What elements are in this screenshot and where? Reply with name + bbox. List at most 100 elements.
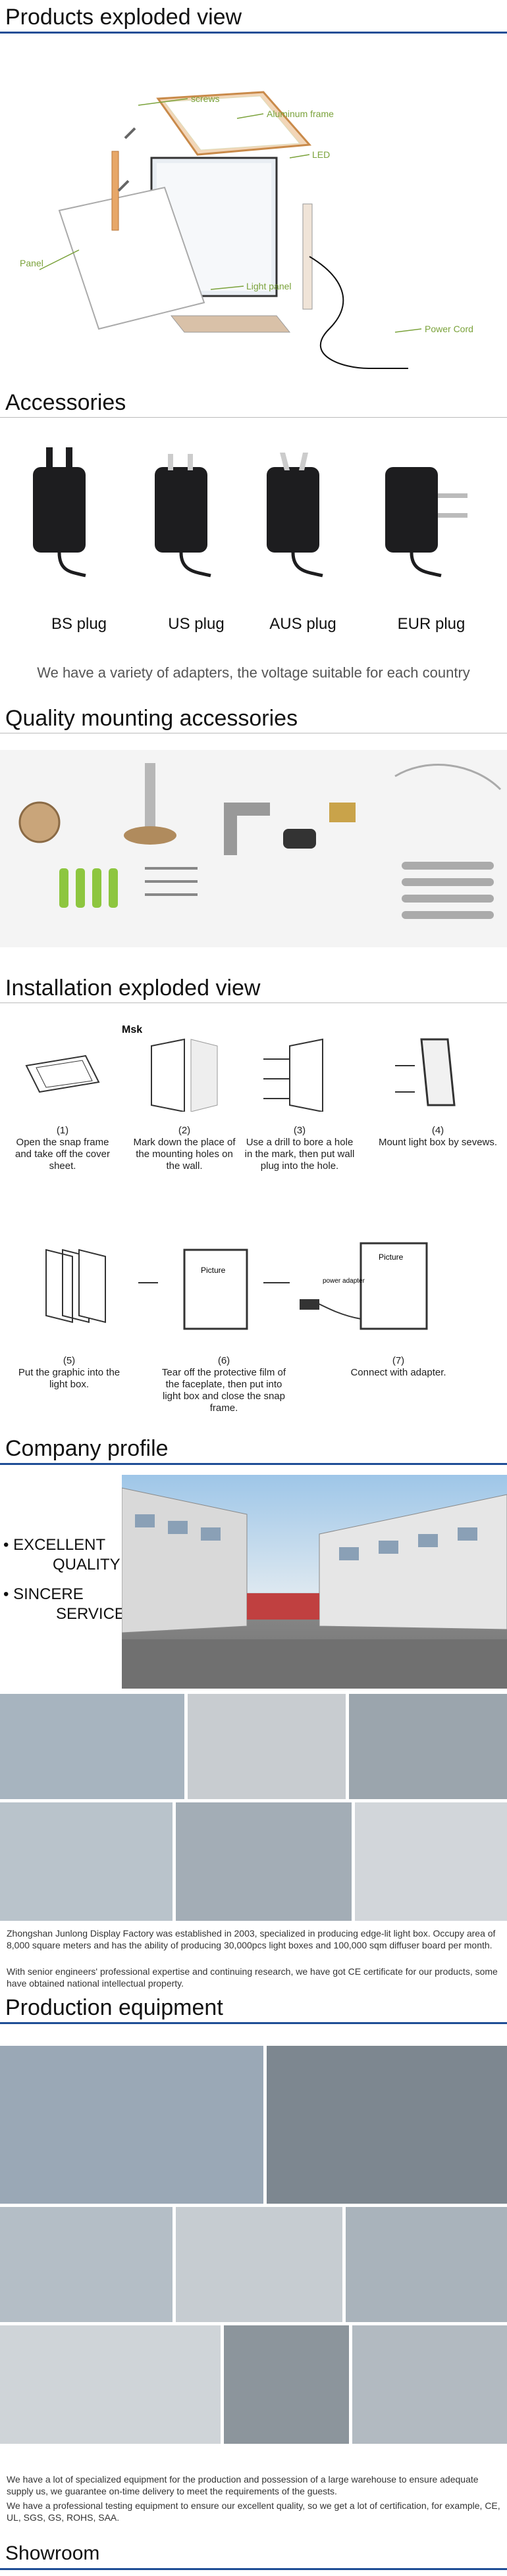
us-plug-icon xyxy=(155,454,211,578)
exploded-diagram: screws Aluminum frame LED Panel Light pa… xyxy=(20,91,473,369)
step2-text: (2) Mark down the place of the mounting … xyxy=(132,1125,237,1172)
company-rule xyxy=(0,1463,507,1465)
equipment-photo-2 xyxy=(267,2046,507,2204)
plugs-illustration xyxy=(33,447,467,578)
installation-title: Installation exploded view xyxy=(5,976,261,1001)
exploded-section: Products exploded view xyxy=(0,0,507,395)
production-rule xyxy=(0,2022,507,2024)
company-paragraph-2: With senior engineers' professional expe… xyxy=(7,1966,498,1989)
company-paragraph-1: Zhongshan Junlong Display Factory was es… xyxy=(7,1928,496,1950)
step4-mount-icon xyxy=(395,1038,456,1106)
brand-mark: Msk xyxy=(122,1024,142,1035)
plug-label-bs: BS plug xyxy=(51,615,107,633)
plug-label-aus: AUS plug xyxy=(269,615,336,633)
showroom-rule xyxy=(0,2568,507,2570)
value-quality: QUALITY xyxy=(53,1556,120,1573)
installation-diagram-row2: Picture Picture power adapter xyxy=(45,1242,428,1330)
equipment-photo-4 xyxy=(176,2207,342,2322)
production-paragraph-2: We have a professional testing equipment… xyxy=(7,2500,500,2523)
step4-num: (4) xyxy=(431,1125,444,1136)
front-panel xyxy=(58,186,205,330)
label-screws: screws xyxy=(191,93,220,104)
value-sincere: • SINCERE xyxy=(3,1585,84,1603)
equipment-photo-5 xyxy=(346,2207,507,2322)
company-section: Company profile • EXCELLENT QUALITY • SI… xyxy=(0,1434,507,1993)
installation-section: Installation exploded view Msk (1) Open … xyxy=(0,974,507,1447)
company-title: Company profile xyxy=(5,1436,169,1461)
step3-text: (3) Use a drill to bore a hole in the ma… xyxy=(244,1125,356,1172)
equipment-photo-8 xyxy=(352,2325,507,2444)
equipment-photo-7 xyxy=(224,2325,349,2444)
equipment-photo-1 xyxy=(0,2046,263,2204)
step1-text: (1) Open the snap frame and take off the… xyxy=(7,1125,119,1172)
plug-label-eur: EUR plug xyxy=(397,615,466,633)
workshop-photo-2 xyxy=(188,1694,346,1799)
mounting-section: Quality mounting accessories xyxy=(0,704,507,960)
step5-desc: Put the graphic into the light box. xyxy=(18,1367,120,1390)
step7-adapter-icon: Picture power adapter xyxy=(300,1242,428,1330)
accessories-title: Accessories xyxy=(5,390,126,415)
workshop-photo-5 xyxy=(176,1802,352,1921)
frame-right xyxy=(302,203,313,310)
step6-desc: Tear off the protective film of the face… xyxy=(161,1367,286,1414)
workshop-photo-3 xyxy=(349,1694,507,1799)
step2-desc: Mark down the place of the mounting hole… xyxy=(133,1137,236,1172)
step1-desc: Open the snap frame and take off the cov… xyxy=(15,1137,110,1172)
eur-plug-icon xyxy=(385,467,467,578)
mounting-hardware-icon xyxy=(18,763,502,919)
step7-num: (7) xyxy=(392,1355,405,1366)
screws xyxy=(117,127,136,192)
step7-picture-label: Picture xyxy=(379,1252,404,1262)
step7-desc: Connect with adapter. xyxy=(350,1367,446,1378)
production-paragraph-1: We have a lot of specialized equipment f… xyxy=(7,2474,479,2496)
power-adapter-label: power adapter xyxy=(323,1277,365,1285)
bs-plug-icon xyxy=(33,447,86,578)
step5-text: (5) Put the graphic into the light box. xyxy=(13,1355,125,1391)
step3-drill-icon xyxy=(263,1038,323,1112)
aluminum-frame-back xyxy=(156,91,312,156)
installation-diagram-row1: Msk xyxy=(25,1024,456,1112)
step3-num: (3) xyxy=(293,1125,306,1136)
label-power-cord: Power Cord xyxy=(425,324,473,334)
step6-picture-icon: Picture xyxy=(183,1249,248,1330)
accessories-rule xyxy=(0,417,507,418)
step6-text: (6) Tear off the protective film of the … xyxy=(161,1355,286,1414)
label-led: LED xyxy=(312,149,330,160)
step6-num: (6) xyxy=(217,1355,230,1366)
workshop-photo-1 xyxy=(0,1694,184,1799)
production-title: Production equipment xyxy=(5,1995,223,2020)
showroom-section: Showroom xyxy=(0,2539,507,2576)
label-aluminum-frame: Aluminum frame xyxy=(267,109,334,119)
equipment-photo-6 xyxy=(0,2325,221,2444)
factory-building-photo xyxy=(122,1475,507,1689)
power-cord-line xyxy=(309,256,408,369)
plug-label-us: US plug xyxy=(168,615,225,633)
frame-bottom xyxy=(170,315,291,333)
step3-desc: Use a drill to bore a hole in the mark, … xyxy=(244,1137,355,1172)
step1-num: (1) xyxy=(56,1125,69,1136)
exploded-rule xyxy=(0,32,507,34)
workshop-photo-4 xyxy=(0,1802,173,1921)
production-section: Production equipment We have a lot of sp… xyxy=(0,1993,507,2539)
workshop-photo-6 xyxy=(355,1802,507,1921)
step1-frame-icon xyxy=(25,1054,100,1093)
accessories-caption: We have a variety of adapters, the volta… xyxy=(37,664,470,681)
exploded-title: Products exploded view xyxy=(5,5,242,30)
step5-num: (5) xyxy=(63,1355,76,1366)
value-service: SERVICE xyxy=(56,1605,125,1623)
step5-graphic-icon xyxy=(45,1249,106,1324)
step7-text: (7) Connect with adapter. xyxy=(329,1355,467,1379)
showroom-title: Showroom xyxy=(5,2542,100,2564)
frame-left xyxy=(111,151,119,231)
label-light-panel: Light panel xyxy=(246,281,292,291)
aus-plug-icon xyxy=(267,453,323,578)
equipment-photo-3 xyxy=(0,2207,173,2322)
step4-desc: Mount light box by sevews. xyxy=(378,1137,498,1148)
leader-lines xyxy=(39,98,422,333)
mounting-title: Quality mounting accessories xyxy=(5,706,298,731)
step6-picture-label: Picture xyxy=(201,1266,226,1275)
label-panel: Panel xyxy=(20,258,43,268)
value-excellent: • EXCELLENT xyxy=(3,1536,106,1554)
step4-text: (4) Mount light box by sevews. xyxy=(375,1125,500,1149)
step2-wall-icon xyxy=(151,1038,218,1112)
